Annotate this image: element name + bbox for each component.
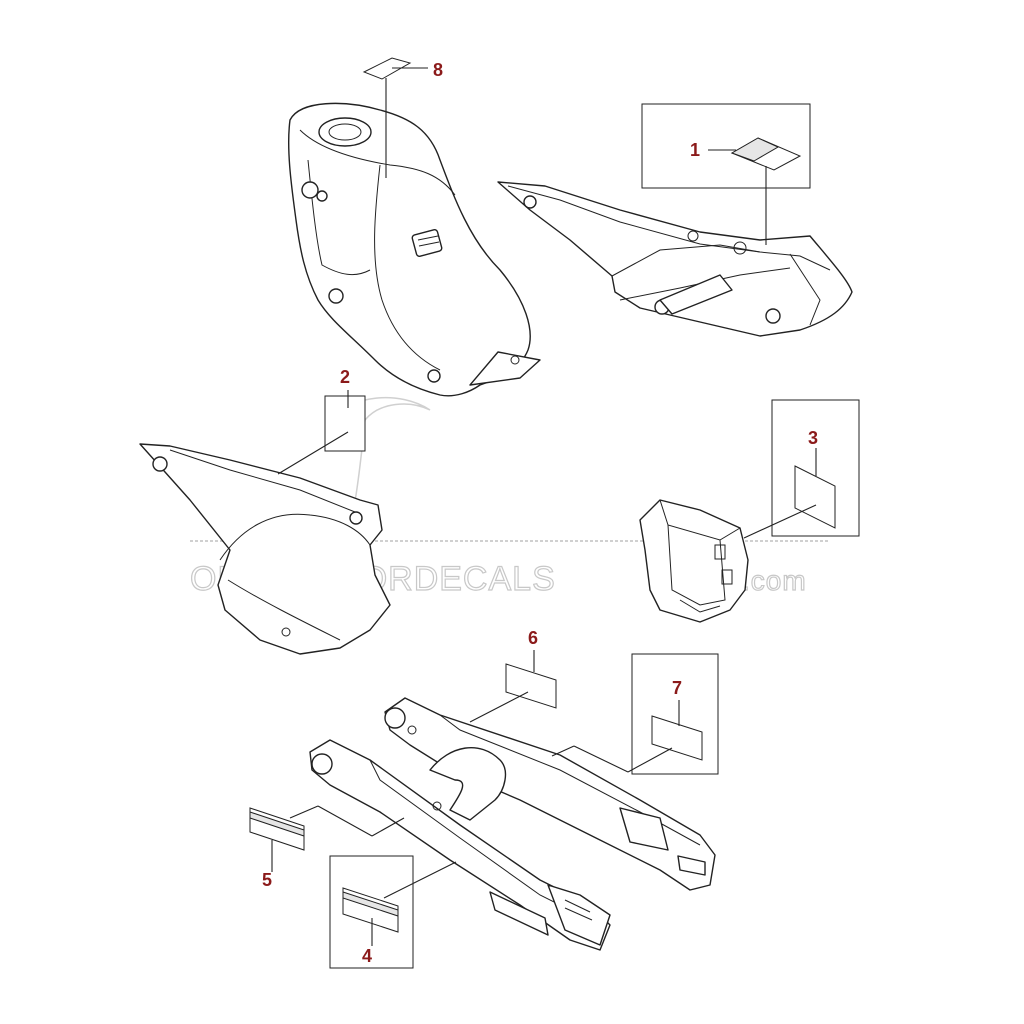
battery-box (639, 499, 749, 623)
frame-box-7 (631, 653, 719, 775)
callout-4: 4 (362, 946, 372, 966)
callout-5: 5 (262, 870, 272, 890)
decal-3 (794, 465, 836, 529)
callout-1: 1 (690, 140, 700, 160)
decal-4 (342, 887, 399, 933)
frame-box-3 (771, 399, 860, 537)
side-panel (139, 443, 391, 655)
leader-lines (271, 67, 817, 946)
decal-1 (730, 137, 802, 171)
fuel-tank (288, 102, 541, 397)
decal-6 (505, 663, 557, 709)
callout-2: 2 (340, 367, 350, 387)
callout-7: 7 (672, 678, 682, 698)
callout-8: 8 (433, 60, 443, 80)
frame-box-4 (329, 855, 414, 969)
watermark-suffix: .com (742, 565, 807, 596)
frame-box-1 (641, 103, 811, 189)
callout-6: 6 (528, 628, 538, 648)
decal-8 (362, 57, 412, 80)
decal-7 (651, 715, 703, 761)
decal-5 (249, 807, 305, 851)
swingarm (309, 697, 716, 951)
callout-3: 3 (808, 428, 818, 448)
rear-cowl (497, 181, 853, 337)
